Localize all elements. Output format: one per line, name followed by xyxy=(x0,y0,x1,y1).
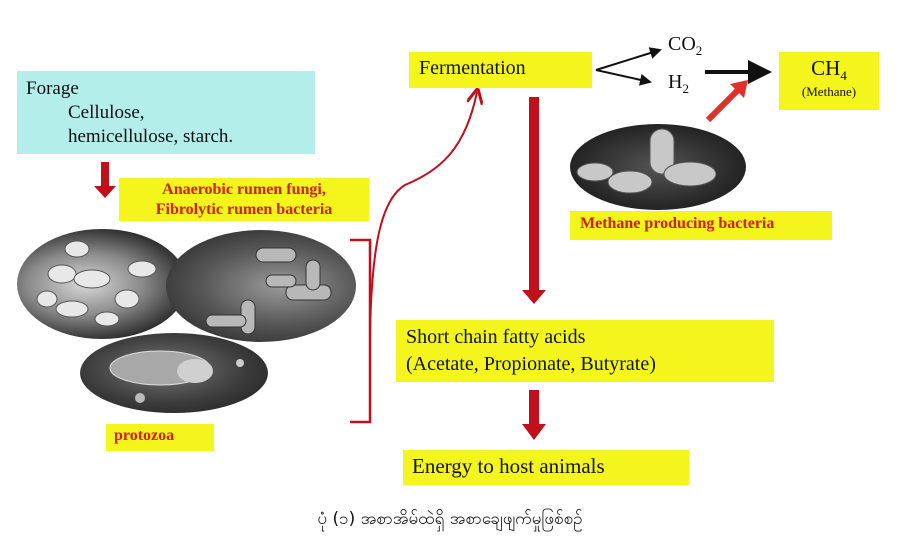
forage-line2: hemicellulose, starch. xyxy=(68,126,234,147)
scfa-box: Short chain fatty acids (Acetate, Propio… xyxy=(396,320,774,382)
microbe-bracket xyxy=(350,238,372,424)
methanogen-micrograph xyxy=(570,124,746,210)
bacteria-micrograph xyxy=(166,230,356,342)
co2-arrow xyxy=(595,47,662,71)
fungi-micrograph xyxy=(17,229,187,339)
scfa-line1: Short chain fatty acids xyxy=(406,326,586,348)
methane-box: CH4 (Methane) xyxy=(779,52,879,110)
methane-formula: CH4 xyxy=(811,56,847,84)
microbes-label-line1: Anaerobic rumen fungi, xyxy=(162,181,326,198)
figure-caption: ပုံ (၁) အစာအိမ်ထဲရှိ အစာချေဖျက်မှုဖြစ်စဉ… xyxy=(317,509,583,529)
fermentation-down-arrow xyxy=(522,97,546,304)
scfa-down-arrow xyxy=(522,390,546,440)
protozoa-cell-icon xyxy=(109,350,244,403)
h2-label: H2 xyxy=(668,71,689,96)
energy-box: Energy to host animals xyxy=(403,450,689,485)
curve-to-fermentation-arrow xyxy=(369,92,477,331)
forage-down-arrow xyxy=(94,162,116,198)
forage-line1: Cellulose, xyxy=(68,102,145,123)
forage-title: Forage xyxy=(26,78,79,99)
methanogen-label: Methane producing bacteria xyxy=(570,211,832,240)
protozoa-micrograph xyxy=(80,333,268,413)
scfa-line2: (Acetate, Propionate, Butyrate) xyxy=(406,353,656,375)
fungi-cells-icon xyxy=(36,240,157,327)
methane-name: (Methane) xyxy=(801,84,857,100)
bacteria-cells-icon xyxy=(205,247,332,335)
microbes-label-line2: Fibrolytic rumen bacteria xyxy=(155,201,333,218)
forage-box: Forage Cellulose, hemicellulose, starch. xyxy=(17,71,315,154)
h2-arrow xyxy=(595,69,652,86)
methanogen-cells-icon xyxy=(576,128,717,194)
fermentation-box: Fermentation xyxy=(409,52,592,88)
microbes-label: Anaerobic rumen fungi, Fibrolytic rumen … xyxy=(119,178,369,221)
co2-label: CO2 xyxy=(668,33,703,58)
protozoa-label: protozoa xyxy=(106,424,214,451)
methanogen-arrow xyxy=(705,80,748,123)
